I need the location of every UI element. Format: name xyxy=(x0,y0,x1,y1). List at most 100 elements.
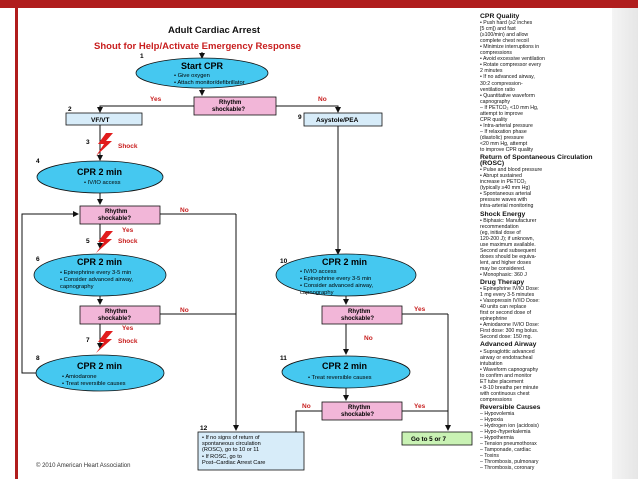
step-number-4: 4 xyxy=(36,158,40,165)
sidebar-line: 1 mg every 3-5 minutes xyxy=(480,292,535,299)
decision-4-yes: Yes xyxy=(414,306,426,313)
sidebar-line: – Hypothermia xyxy=(480,435,514,442)
sidebar-line: • Quantitative waveform xyxy=(480,92,535,99)
sidebar-line: recommendation xyxy=(480,223,519,230)
decision-top-no: No xyxy=(318,96,327,103)
diagram-title: Adult Cardiac Arrest xyxy=(168,25,261,36)
sidebar-section-rosc: Return of Spontaneous Circulation (ROSC)… xyxy=(480,154,612,210)
shock-label-1: Shock xyxy=(118,143,138,150)
sidebar-line: attempt to improve xyxy=(480,110,523,117)
sidebar-line: complete chest recoil xyxy=(480,38,529,45)
sidebar-heading: CPR Quality xyxy=(480,13,520,20)
step-number-11: 11 xyxy=(280,355,287,362)
cpr2-a-title: CPR 2 min xyxy=(77,167,122,177)
cpr2-b-bullet-2: • Consider advanced airway, xyxy=(60,277,134,283)
decision-2-no: No xyxy=(180,207,189,214)
sidebar-line: – Hypoxia xyxy=(480,417,504,424)
cpr2-d-title: CPR 2 min xyxy=(322,257,367,267)
box-12-line-3: (ROSC), go to 10 or 11 xyxy=(202,447,259,453)
sidebar-section-shock-energy: Shock Energy • Biphasic: Manufacturer re… xyxy=(480,210,612,279)
sidebar-line: – Tamponade, cardiac xyxy=(480,447,531,454)
sidebar-line: – Hypo-/hyperkalemia xyxy=(480,429,531,436)
shock-label-2: Shock xyxy=(118,238,138,245)
sidebar-line: lent, and higher doses xyxy=(480,259,532,266)
decision-4-no: No xyxy=(364,335,373,342)
sidebar-line: Second and subsequent xyxy=(480,247,536,254)
cpr2-b-bullet-3: capnography xyxy=(60,284,94,290)
step-number-5: 5 xyxy=(86,238,90,245)
sidebar-line: – Thrombosis, coronary xyxy=(480,465,535,472)
asystole-pea-label: Asystole/PEA xyxy=(316,117,359,124)
decision-3-no: No xyxy=(180,307,189,314)
sidebar-line: • Epinephrine IV/IO Dose: xyxy=(480,286,540,293)
sidebar-line: doses should be equiva- xyxy=(480,253,537,260)
slide-left-accent-line xyxy=(15,8,18,479)
decision-3-yes: Yes xyxy=(122,325,134,332)
sidebar-line: – Hydrogen ion (acidosis) xyxy=(480,423,539,430)
cpr2-d-bullet-2: • Epinephrine every 3-5 min xyxy=(300,276,371,282)
sidebar-line: – Toxins xyxy=(480,453,499,460)
sidebar-line: (eg, initial dose of xyxy=(480,229,521,236)
sidebar-line: airway or endotracheal xyxy=(480,354,533,361)
cpr2-b-title: CPR 2 min xyxy=(77,257,122,267)
decision-5-no: No xyxy=(302,403,311,410)
start-cpr-bullet-2: • Attach monitor/defibrillator xyxy=(174,80,245,86)
sidebar-line: • Rotate compressor every xyxy=(480,62,542,69)
sidebar-line: – If PETCO₂ <10 mm Hg, xyxy=(480,104,539,111)
sidebar-heading: Drug Therapy xyxy=(480,279,525,287)
sidebar-line: capnography xyxy=(480,98,510,105)
sidebar-line: • Monophasic: 360 J xyxy=(480,271,527,278)
sidebar-heading: Reversible Causes xyxy=(480,403,541,411)
sidebar-line: intra-arterial monitoring xyxy=(480,203,534,210)
sidebar-section-reversible-causes: Reversible Causes – Hypovolemia – Hypoxi… xyxy=(480,403,612,472)
sidebar-line: • Vasopressin IV/IO Dose: xyxy=(480,298,540,305)
cpr2-a-bullet-1: • IV/IO access xyxy=(84,180,121,186)
decision-2-box xyxy=(79,205,161,225)
sidebar-line: – Tension pneumothorax xyxy=(480,441,537,448)
copyright-footer: © 2010 American Heart Association xyxy=(36,463,131,469)
start-cpr-bullet-1: • Give oxygen xyxy=(174,73,210,79)
sidebar-line: • 8-10 breaths per minute xyxy=(480,384,539,391)
slide-right-margin xyxy=(612,8,638,479)
sidebar-line: • Abrupt sustained xyxy=(480,173,522,180)
sidebar-line: First dose: 300 mg bolus. xyxy=(480,328,539,335)
sidebar-line: 2 minutes xyxy=(480,68,503,75)
sidebar-heading: Return of Spontaneous Circulation (ROSC) xyxy=(480,154,593,168)
sidebar-line: (diastolic) pressure xyxy=(480,134,524,141)
algorithm-flowchart: Adult Cardiac Arrest Shout for Help/Acti… xyxy=(21,25,473,471)
sidebar-heading: Shock Energy xyxy=(480,210,526,218)
start-cpr-title: Start CPR xyxy=(181,61,224,71)
go-to-label: Go to 5 or 7 xyxy=(411,436,446,443)
asystole-pea-box xyxy=(303,112,383,127)
sidebar-line: • Avoid excessive ventilation xyxy=(480,56,545,63)
sidebar-line: Second dose: 150 mg. xyxy=(480,334,532,341)
sidebar-line: increase in PETCO₂ xyxy=(480,179,527,186)
sidebar-line: (typically ≥40 mm Hg) xyxy=(480,185,531,192)
slide-top-bar xyxy=(0,0,638,8)
step-number-6: 6 xyxy=(36,256,40,263)
sidebar-line: ventilation ratio xyxy=(480,86,515,93)
vf-vt-label: VF/VT xyxy=(91,117,109,124)
cpr2-d-bullet-1: • IV/IO access xyxy=(300,269,337,275)
cpr2-c-bullet-2: • Treat reversible causes xyxy=(62,381,126,387)
sidebar-line: ET tube placement xyxy=(480,378,524,385)
box-12 xyxy=(197,431,305,471)
sidebar-line: epinephrine xyxy=(480,316,508,323)
sidebar-line: • Minimize interruptions in xyxy=(480,44,540,51)
step-number-1: 1 xyxy=(140,53,144,60)
box-12-line-2: spontaneous circulation xyxy=(202,441,261,447)
box-12-line-5: Post–Cardiac Arrest Care xyxy=(202,460,265,466)
cpr2-c-title: CPR 2 min xyxy=(77,361,122,371)
sidebar-line: to improve CPR quality xyxy=(480,147,534,154)
sidebar-line: 30:2 compression- xyxy=(480,80,523,87)
sidebar-line: to confirm and monitor xyxy=(480,372,532,379)
step-number-9: 9 xyxy=(298,114,302,121)
cpr2-d-bullet-4: capnography xyxy=(300,290,334,296)
decision-3-box xyxy=(79,305,161,325)
step-number-10: 10 xyxy=(280,258,288,265)
sidebar-line: use maximum available. xyxy=(480,241,536,248)
